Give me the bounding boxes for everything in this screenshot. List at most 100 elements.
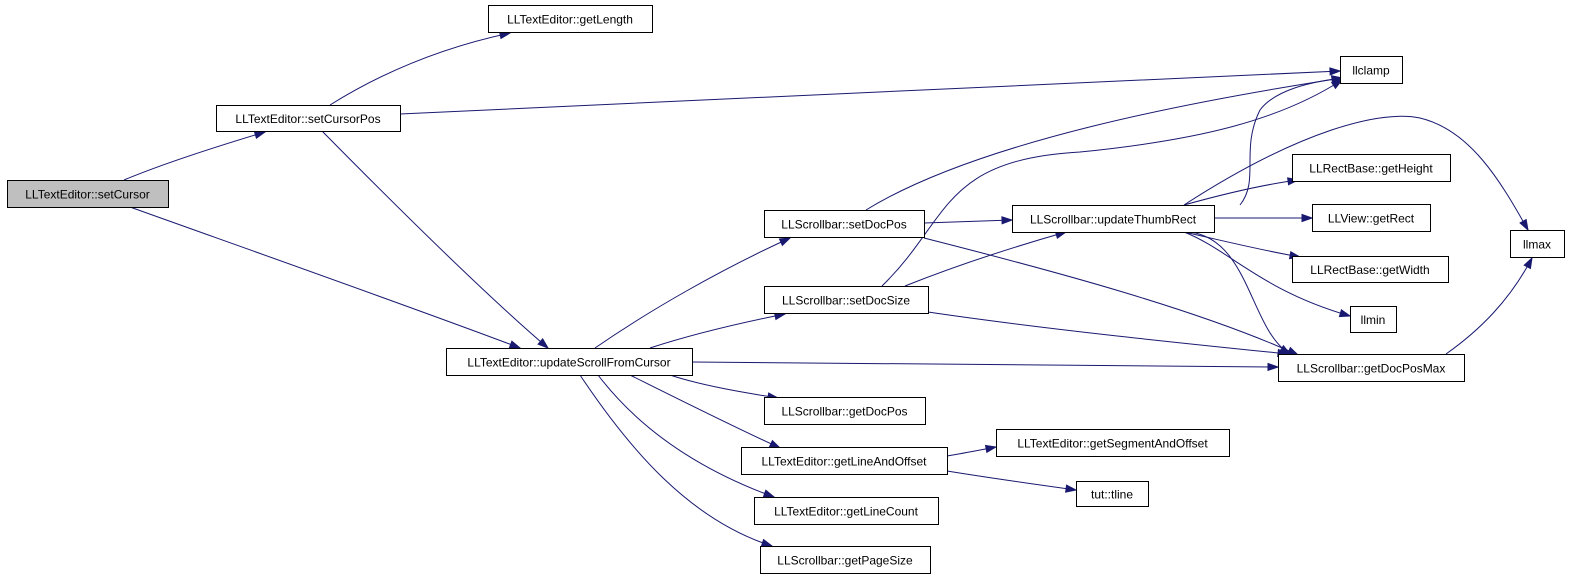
arrowhead	[760, 538, 774, 547]
node-label: llmax	[1523, 238, 1551, 252]
node-box[interactable]	[7, 180, 169, 208]
node-box[interactable]	[741, 447, 948, 475]
edge-line	[881, 79, 1343, 287]
node-box[interactable]	[216, 105, 401, 132]
edge-line	[329, 32, 511, 106]
arrowhead	[537, 337, 550, 349]
arrowhead	[1065, 484, 1078, 493]
node-getWidth[interactable]: LLRectBase::getWidth	[1292, 256, 1449, 283]
edge-line	[123, 131, 266, 181]
node-label: LLScrollbar::setDocSize	[782, 294, 910, 308]
edge-updateThumbRect-to-getDocPosMax	[1189, 231, 1292, 355]
node-getHeight[interactable]: LLRectBase::getHeight	[1292, 154, 1451, 182]
edge-line	[1183, 231, 1351, 317]
node-updateThumbRect[interactable]: LLScrollbar::updateThumbRect	[1012, 205, 1215, 233]
node-getDocPos[interactable]: LLScrollbar::getDocPos	[764, 397, 926, 425]
node-label: LLRectBase::getWidth	[1310, 263, 1429, 277]
node-getLength[interactable]: LLTextEditor::getLength	[488, 5, 653, 33]
node-label: LLScrollbar::getPageSize	[777, 554, 913, 568]
node-box[interactable]	[1076, 481, 1149, 507]
node-setDocSize[interactable]: LLScrollbar::setDocSize	[764, 286, 929, 314]
edge-setCursorPos-to-getLength	[329, 31, 512, 106]
node-updateScrollFromCursor[interactable]: LLTextEditor::updateScrollFromCursor	[446, 348, 693, 376]
node-box[interactable]	[760, 546, 931, 574]
node-getSegmentAndOffset[interactable]: LLTextEditor::getSegmentAndOffset	[996, 429, 1230, 457]
node-label: LLTextEditor::getLineCount	[774, 505, 919, 519]
arrowhead	[1523, 256, 1533, 270]
arrowhead	[1001, 216, 1014, 225]
node-llclamp[interactable]: llclamp	[1340, 56, 1403, 84]
edge-setDocPos-to-updateThumbRect	[923, 216, 1014, 225]
edge-setDocPos-to-getDocPosMax	[923, 237, 1300, 356]
edge-line	[1183, 115, 1529, 231]
edge-updateScrollFromCursor-to-getLineAndOffset	[629, 374, 782, 449]
node-label: LLTextEditor::getSegmentAndOffset	[1017, 437, 1208, 451]
edge-line	[629, 374, 781, 449]
edge-line	[321, 130, 549, 349]
node-setCursorPos[interactable]: LLTextEditor::setCursorPos	[216, 105, 401, 132]
edge-updateThumbRect-to-getWidth	[1183, 231, 1302, 260]
node-box[interactable]	[996, 429, 1230, 457]
arrowhead	[1301, 213, 1314, 223]
node-box[interactable]	[1510, 230, 1565, 258]
node-box[interactable]	[1350, 306, 1397, 333]
edge-updateScrollFromCursor-to-setDocPos	[594, 237, 792, 349]
edge-line	[1239, 77, 1343, 206]
node-label: LLRectBase::getHeight	[1309, 162, 1433, 176]
node-box[interactable]	[1292, 154, 1451, 182]
node-getPageSize[interactable]: LLScrollbar::getPageSize	[760, 546, 931, 574]
node-box[interactable]	[1292, 256, 1449, 283]
edge-setCursor-to-setCursorPos	[123, 130, 267, 181]
node-tline[interactable]: tut::tline	[1076, 481, 1149, 507]
node-llmin[interactable]: llmin	[1350, 306, 1397, 333]
node-box[interactable]	[754, 497, 939, 525]
edge-line	[1183, 231, 1301, 258]
node-setCursor[interactable]: LLTextEditor::setCursor	[7, 180, 169, 208]
arrowhead	[762, 489, 776, 498]
edge-updateScrollFromCursor-to-getDocPosMax	[691, 361, 1280, 372]
edge-line	[923, 237, 1299, 356]
node-box[interactable]	[764, 397, 926, 425]
node-box[interactable]	[488, 5, 653, 33]
node-box[interactable]	[1012, 205, 1215, 233]
node-getDocPosMax[interactable]: LLScrollbar::getDocPosMax	[1278, 354, 1465, 382]
node-box[interactable]	[1312, 204, 1431, 232]
arrowhead	[1267, 362, 1280, 372]
node-label: LLView::getRect	[1328, 212, 1415, 226]
edge-getDocPosMax-to-llmax	[1445, 256, 1533, 355]
node-llmax[interactable]: llmax	[1510, 230, 1565, 258]
edge-updateScrollFromCursor-to-getLineCount	[597, 374, 776, 498]
node-label: LLTextEditor::setCursor	[25, 188, 150, 202]
edge-line	[1183, 179, 1299, 206]
node-box[interactable]	[1340, 56, 1403, 84]
nodes-layer: LLTextEditor::setCursor LLTextEditor::set…	[7, 5, 1565, 574]
edges-layer	[123, 31, 1533, 547]
edge-line	[1445, 257, 1533, 355]
edge-line	[904, 231, 1067, 287]
node-box[interactable]	[446, 348, 693, 376]
arrowhead	[508, 340, 522, 349]
edge-line	[1189, 231, 1291, 355]
node-getRect[interactable]: LLView::getRect	[1312, 204, 1431, 232]
edge-updateThumbRect-to-getRect	[1214, 213, 1314, 223]
edge-line	[399, 70, 1341, 115]
edge-line	[579, 374, 773, 547]
node-box[interactable]	[764, 286, 929, 314]
arrowhead	[768, 439, 782, 449]
node-label: LLTextEditor::getLineAndOffset	[762, 455, 928, 469]
node-getLineCount[interactable]: LLTextEditor::getLineCount	[754, 497, 939, 525]
node-label: LLScrollbar::updateThumbRect	[1030, 213, 1197, 227]
edge-line	[129, 206, 521, 349]
node-getLineAndOffset[interactable]: LLTextEditor::getLineAndOffset	[741, 447, 948, 475]
node-label: llmin	[1361, 313, 1386, 327]
node-setDocPos[interactable]: LLScrollbar::setDocPos	[764, 210, 925, 238]
node-label: LLTextEditor::setCursorPos	[235, 112, 380, 126]
edge-line	[649, 313, 786, 349]
node-label: LLScrollbar::setDocPos	[781, 218, 906, 232]
arrowhead	[1519, 218, 1529, 232]
node-box[interactable]	[764, 210, 925, 238]
node-box[interactable]	[1278, 354, 1465, 382]
edge-updateScrollFromCursor-to-setDocSize	[649, 311, 787, 349]
arrowhead	[253, 130, 267, 140]
